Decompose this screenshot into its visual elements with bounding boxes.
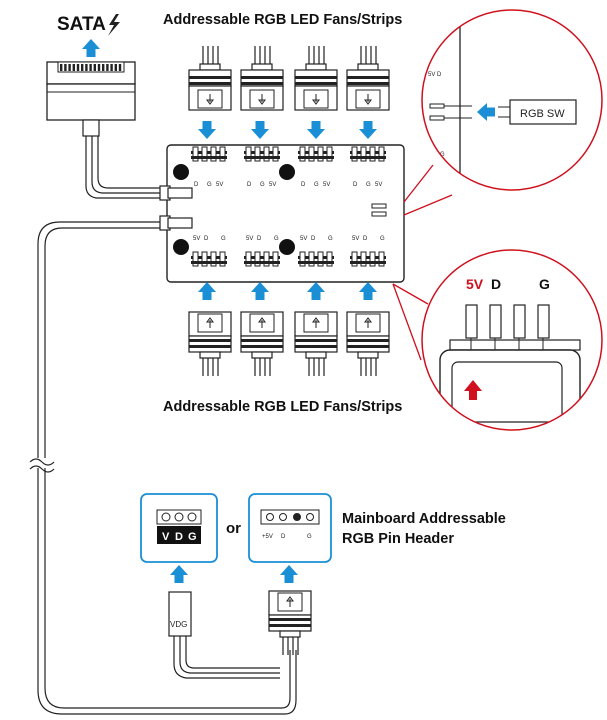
sata-tooth — [102, 64, 105, 71]
sata-tooth — [81, 64, 84, 71]
top-connector-1 — [188, 45, 232, 111]
sata-tooth — [114, 64, 117, 71]
svg-text:G: G — [260, 182, 265, 188]
top-connector-4 — [346, 45, 390, 111]
bottom-connector-4 — [346, 311, 390, 377]
zoom-5v-label: 5V — [466, 276, 484, 292]
hub-bottom-pin-labels: 5V D G 5V D G 5V D G 5V D G — [193, 236, 385, 242]
rgb-sw-label: RGB SW — [520, 108, 565, 120]
svg-text:V: V — [162, 531, 170, 543]
svg-text:G: G — [274, 236, 279, 242]
sata-up-arrow — [82, 39, 100, 57]
svg-text:G: G — [440, 152, 445, 158]
sata-tooth — [68, 64, 71, 71]
svg-text:5V: 5V — [375, 182, 382, 188]
svg-text:5V: 5V — [193, 236, 200, 242]
sata-tooth — [93, 64, 96, 71]
svg-text:G: G — [380, 236, 385, 242]
top-arrow-3 — [307, 121, 325, 139]
bottom-arrow-1 — [198, 282, 216, 300]
svg-text:D: D — [363, 236, 368, 242]
sata-label: SATA — [57, 14, 106, 35]
lightning-icon — [108, 14, 120, 36]
sata-tooth — [72, 64, 75, 71]
svg-text:VDG: VDG — [170, 620, 187, 629]
mainboard-label-line2: RGB Pin Header — [342, 531, 454, 547]
svg-text:D: D — [194, 182, 199, 188]
svg-text:G: G — [207, 182, 212, 188]
header-3pin-arrow — [170, 565, 188, 583]
sata-tooth — [110, 64, 113, 71]
hub-hole-3 — [173, 239, 189, 255]
svg-text:5V: 5V — [323, 182, 330, 188]
sata-tooth — [106, 64, 109, 71]
sata-tooth — [89, 64, 92, 71]
top-connector-2 — [240, 45, 284, 111]
sata-tooth — [60, 64, 63, 71]
svg-text:D: D — [204, 236, 209, 242]
svg-text:D: D — [311, 236, 316, 242]
top-fans-label: Addressable RGB LED Fans/Strips — [163, 12, 402, 28]
sata-tooth — [97, 64, 101, 71]
mainboard-label-line1: Mainboard Addressable — [342, 511, 506, 527]
svg-text:5V: 5V — [352, 236, 359, 242]
top-arrow-4 — [359, 121, 377, 139]
svg-text:D: D — [301, 182, 306, 188]
svg-text:5V D: 5V D — [428, 72, 442, 78]
top-arrow-1 — [198, 121, 216, 139]
plug-4pin — [268, 590, 312, 656]
svg-text:5V: 5V — [216, 182, 223, 188]
svg-text:G: G — [328, 236, 333, 242]
cable-break-mark — [29, 458, 55, 473]
svg-text:D: D — [175, 531, 183, 543]
bottom-arrow-4 — [359, 282, 377, 300]
or-label: or — [226, 520, 241, 537]
bottom-connector-3 — [294, 311, 338, 377]
long-cable — [37, 221, 297, 715]
header-4pin: +5V D G — [248, 493, 332, 563]
bottom-arrow-3 — [307, 282, 325, 300]
svg-text:5V: 5V — [269, 182, 276, 188]
zoom-d-label: D — [491, 276, 501, 292]
svg-text:G: G — [188, 531, 197, 543]
hub-hole-1 — [173, 164, 189, 180]
zoom-pin-detail: 5V D G — [392, 249, 603, 431]
sata-connector — [46, 61, 136, 137]
svg-text:D: D — [281, 534, 286, 540]
svg-text:G: G — [366, 182, 371, 188]
svg-text:G: G — [221, 236, 226, 242]
zoom-g-label: G — [539, 276, 550, 292]
sata-tooth — [64, 64, 67, 71]
header-4pin-arrow — [280, 565, 298, 583]
svg-text:G: G — [307, 534, 312, 540]
svg-text:G: G — [314, 182, 319, 188]
bottom-connector-1 — [188, 311, 232, 377]
header-3pin: V D G — [140, 493, 218, 563]
sata-tooth — [76, 64, 80, 71]
svg-text:+5V: +5V — [262, 534, 273, 540]
bottom-fans-label: Addressable RGB LED Fans/Strips — [163, 399, 402, 415]
sata-tooth — [118, 64, 122, 71]
hub-hole-2 — [279, 164, 295, 180]
bottom-connector-2 — [240, 311, 284, 377]
top-connector-3 — [294, 45, 338, 111]
svg-text:D: D — [247, 182, 252, 188]
sata-tooth — [85, 64, 88, 71]
svg-text:5V: 5V — [300, 236, 307, 242]
sata-cable — [85, 136, 160, 199]
svg-text:D: D — [257, 236, 262, 242]
hub-hole-4 — [279, 239, 295, 255]
svg-text:5V: 5V — [246, 236, 253, 242]
bottom-arrow-2 — [251, 282, 269, 300]
zoom-rgb-switch: 5V D G RGB SW — [403, 9, 603, 216]
svg-text:D: D — [353, 182, 358, 188]
hub-top-pin-labels: D G 5V D G 5V D G 5V D G 5V — [194, 182, 382, 188]
plug-3pin-vdg: VDG — [168, 591, 280, 679]
top-arrow-2 — [251, 121, 269, 139]
hub-board — [159, 144, 405, 283]
